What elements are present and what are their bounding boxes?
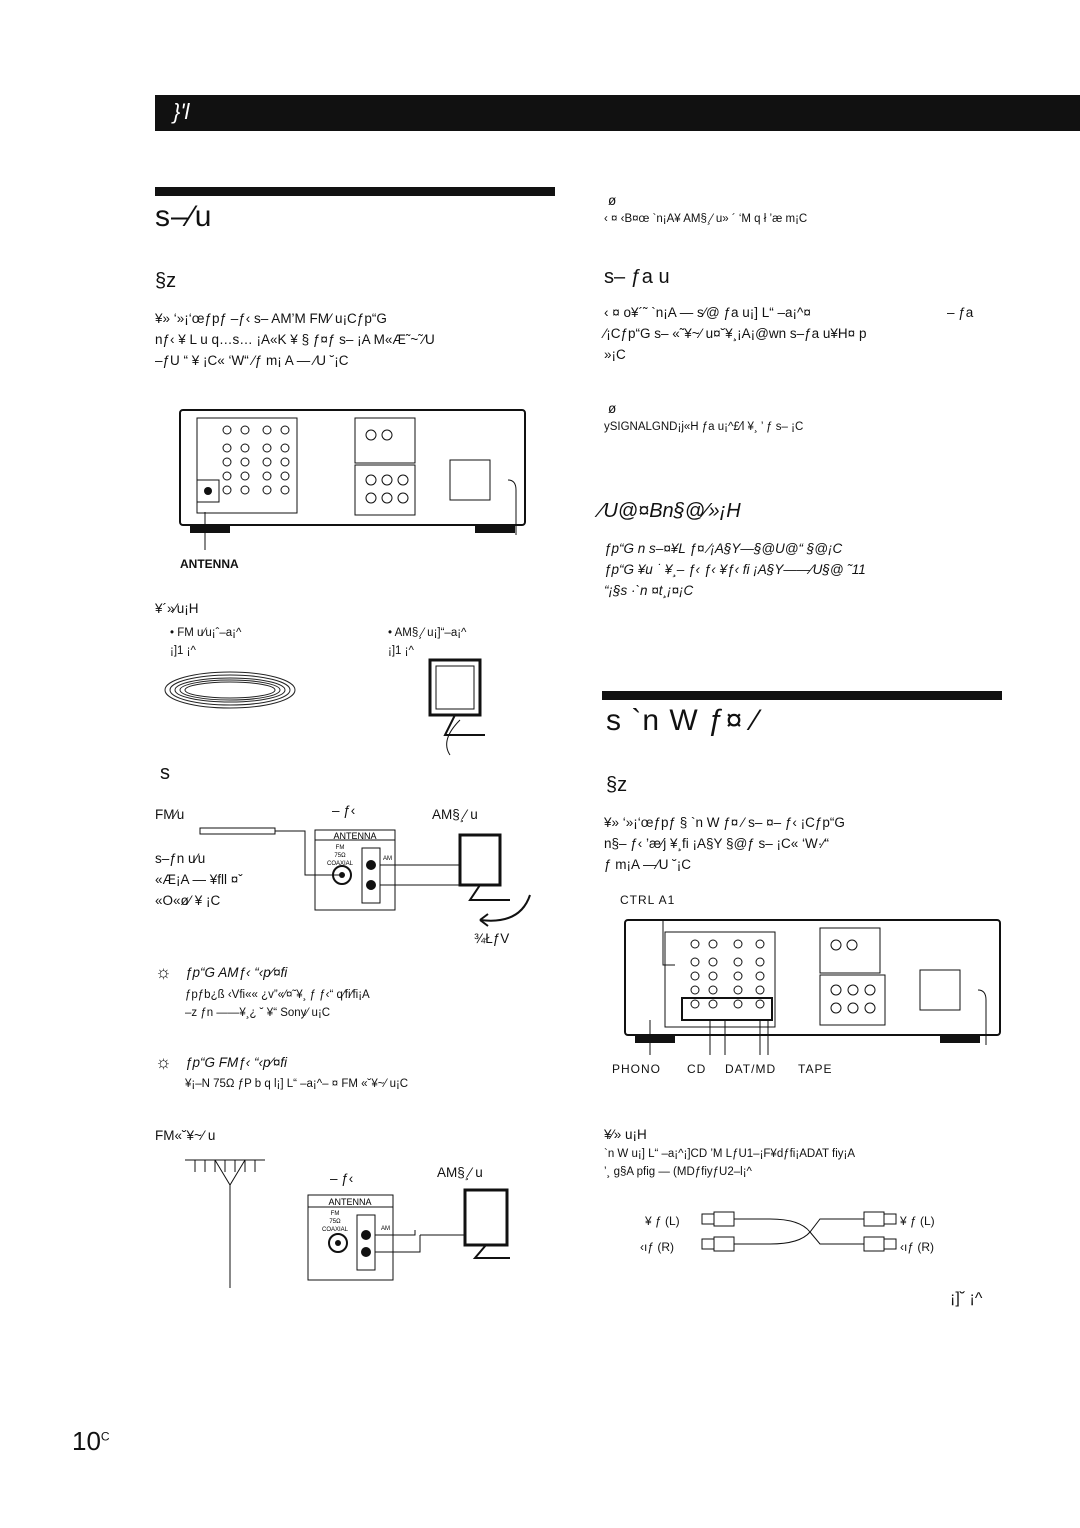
continued-marker: ¡]˘ ¡^ [950,1290,983,1307]
diagram1-panel-title: ANTENNA [333,831,376,841]
diagram1-am-label: AM§¸⁄ u [432,807,478,822]
tip1-body: ƒpƒb¿ß ‹Vfi«« ¿v”«⁄¤˜¥¸ ƒ ƒ‹“ q⁄fi⁄fi¡A … [185,986,370,1022]
right-note2-mark: ø [608,401,617,416]
antenna-connection-diagram-1: ANTENNA FM 75Ω COAXIAL AM [199,827,531,927]
fm-wire-antenna-label: • FM u⁄u¡ˆ–a¡^ [170,627,242,639]
question-text: ƒp“G n s–¤¥L ƒ¤ ⁄¡A§Y—§@U@“ §@¡C ƒp“G ¥u… [604,538,1024,601]
receiver-rear-panel-audio-illustration [624,919,1001,1055]
diagram1-note-line: s–ƒn u⁄u [155,851,206,866]
left-section-title: s–⁄u [155,200,213,233]
tip2-line: ¥¡–N 75Ω ƒP b q l¡] L“ –a¡^– ¤ FM «˘¥~⁄ … [185,1078,409,1090]
am-loop-antenna-qty: ¡]1 ¡^ [388,645,414,657]
jack-label-dat-md: DAT/MD [725,1062,777,1076]
left-needed-label: ¥´»⁄u¡H [155,601,199,616]
right-note2-text: ySIGNALGND¡j«H ƒa u¡^£⁄l ¥¸ ’ ƒ s– ¡C [604,421,804,433]
page-number-value: 10 [72,1426,101,1456]
fm-outdoor-label: FM«˘¥~⁄ u [155,1128,216,1143]
diagram1-note-line: «Æ¡A — ¥ﬂl ¤ˇ [155,872,243,887]
jack-label-cd: CD [687,1062,707,1076]
tip1-line: ƒpƒb¿ß ‹Vfi«« ¿v”«⁄¤˜¥¸ ƒ ƒ‹“ q⁄fi⁄fi¡A [185,989,370,1001]
lightbulb-icon: ☼ [155,962,172,982]
right-intro-line: ƒ m¡A —⁄U ˘¡C [604,857,692,872]
diagram2-fm-text: FM [331,1211,340,1217]
right-needed-label: ¥⁄» u¡H [604,1127,647,1142]
question-title: ⁄U@¤Bn§@⁄»¡H [600,500,741,522]
left-intro-line: –ƒU “ ¥ ¡C« ‘W“ ⁄ƒ m¡ A — ⁄U ˘¡C [155,353,349,368]
tip1-title: ƒp“G AMƒ‹ “‹p⁄¤ﬁ [185,965,288,980]
jack-label-tape: TAPE [798,1062,833,1076]
right-subsection-title: §z [606,774,628,796]
page-number: 10C [72,1426,110,1457]
left-s-label: s [160,762,170,784]
am-loop-antenna-icon [428,658,485,756]
diagram2-coax-text: COAXIAL [322,1227,349,1233]
fm-wire-coil-icon [164,671,296,709]
audio-cable-icon [701,1211,897,1252]
ctrl-a1-label: CTRL A1 [620,893,676,907]
am-loop-antenna-label: • AM§¸⁄ u¡]“–a¡^ [388,627,467,639]
diagram2-am-text: AM [381,1226,390,1232]
antenna-jack-label: ANTENNA [180,557,239,571]
antenna-connection-diagram-2: ANTENNA FM 75Ω COAXIAL AM [185,1159,510,1288]
left-section-rule [155,187,555,196]
cable-red-label-right: ‹ıƒ (R) [900,1240,934,1254]
header-tab-text: }'l [173,99,190,124]
left-intro-line: ¥» ‘»¡‘œƒpƒ –ƒ‹ s– AM’M FM⁄ u¡Cƒp“G [155,311,387,326]
diagram1-fm-label: FM⁄u [155,807,185,822]
diagram1-coax-text: COAXIAL [327,861,354,867]
cable-white-label-left: ¥ ƒ (L) [645,1214,680,1228]
diagram1-note: s–ƒn u⁄u «Æ¡A — ¥ﬂl ¤ˇ «O«ø⁄ ¥ ¡C [155,848,243,911]
right-intro-line: n§– ƒ‹ ’æ⁄j ¥¸fi ¡A§Y §@ƒ s– ¡C« ‘W·⁄“ [604,836,830,851]
diagram1-receiver-label: – ƒ‹ [332,803,356,818]
fm-wire-antenna-item: • FM u⁄u¡ˆ–a¡^ ¡]1 ¡^ [170,624,241,660]
right-needed-text: `n W u¡] L“ –a¡^¡]CD ’M LƒU1–¡F¥dƒfi¡ADA… [604,1145,855,1181]
tip2-body: ¥¡–N 75Ω ƒP b q l¡] L“ –a¡^– ¤ FM «˘¥~⁄ … [185,1075,408,1093]
diagram2-ohm-text: 75Ω [329,1219,341,1225]
diagram1-ohm-text: 75Ω [334,853,346,859]
diagram2-panel-title: ANTENNA [328,1197,371,1207]
diagram2-am-label: AM§¸⁄ u [437,1165,483,1180]
grounding-line: »¡C [604,347,626,362]
right-needed-line: `n W u¡] L“ –a¡^¡]CD ’M LƒU1–¡F¥dƒfi¡ADA… [604,1148,855,1160]
grounding-line: ⁄¡Cƒp“G s– «˜¥~⁄ u¤˘¥¸¡A¡@wn s–ƒa u¥H¤ p [604,326,867,341]
diagram1-fm-text: FM [336,845,345,851]
diagram1-note-line: «O«ø⁄ ¥ ¡C [155,893,221,908]
jack-label-phono: PHONO [612,1062,662,1076]
question-line: “¡§s ·`n ¤t¸¡¤¡C [604,583,694,598]
am-loop-antenna-item: • AM§¸⁄ u¡]“–a¡^ ¡]1 ¡^ [388,624,466,660]
lightbulb-icon: ☼ [155,1052,172,1072]
diagram1-rotate-label: ¾ŁƒV [474,931,510,946]
left-subsection-title: §z [155,270,177,292]
page-number-suffix: C [100,1429,110,1444]
cable-white-label-right: ¥ ƒ (L) [900,1214,935,1228]
ground-symbol-label: – ƒa [947,305,974,320]
grounding-text: ‹ ¤ o¥´˜ `n¡A — s⁄@ ƒa u¡] L“ –a¡^¤ ⁄¡Cƒ… [604,302,1004,365]
diagram2-receiver-label: – ƒ‹ [330,1171,354,1186]
right-note1-mark: ø [608,193,617,208]
receiver-rear-panel-illustration [179,409,526,550]
left-intro-line: nƒ‹ ¥ L u q…s… ¡A«K ¥ § ƒ¤ƒ s– ¡A M«Æ˜~˜… [155,332,435,347]
fm-wire-antenna-qty: ¡]1 ¡^ [170,645,196,657]
right-section-title: s `n W ƒ¤ ⁄ [606,704,759,737]
question-line: ƒp“G n s–¤¥L ƒ¤ ⁄¡A§Y—§@U@“ §@¡C [604,541,843,556]
right-intro-text: ¥» ‘»¡‘œƒpƒ § `n W ƒ¤ ⁄ s– ¤– ƒ‹ ¡Cƒp“G … [604,812,1024,875]
right-needed-line: ’¸ g§A pfig — (MDƒfiyƒU2–l¡^ [604,1166,752,1178]
tip1-line: –z ƒn ——¥¸¿ ˘ ¥“ Sony⁄ u¡C [185,1007,331,1019]
question-line: ƒp“G ¥u ˙ ¥¸– ƒ‹ ƒ‹ ¥ƒ‹ fi ¡A§Y——⁄U§@ ˜1… [604,562,866,577]
diagram1-am-text: AM [383,856,392,862]
left-intro-text: ¥» ‘»¡‘œƒpƒ –ƒ‹ s– AM’M FM⁄ u¡Cƒp“G nƒ‹ … [155,308,555,371]
right-intro-line: ¥» ‘»¡‘œƒpƒ § `n W ƒ¤ ⁄ s– ¤– ƒ‹ ¡Cƒp“G [604,815,845,830]
grounding-title: s– ƒa u [604,266,670,288]
cable-red-label-left: ‹ıƒ (R) [640,1240,674,1254]
tip2-title: ƒp“G FMƒ‹ “‹p⁄¤ﬁ [185,1055,288,1070]
right-section-rule [602,691,1002,700]
grounding-line: ‹ ¤ o¥´˜ `n¡A — s⁄@ ƒa u¡] L“ –a¡^¤ [604,305,811,320]
right-note1-text: ‹ ¤ ‹B¤œ `n¡A¥ AM§¸⁄ u» ´ ‘M q ł ’æ m¡C [604,213,808,225]
header-bar: }'l [155,95,1080,131]
